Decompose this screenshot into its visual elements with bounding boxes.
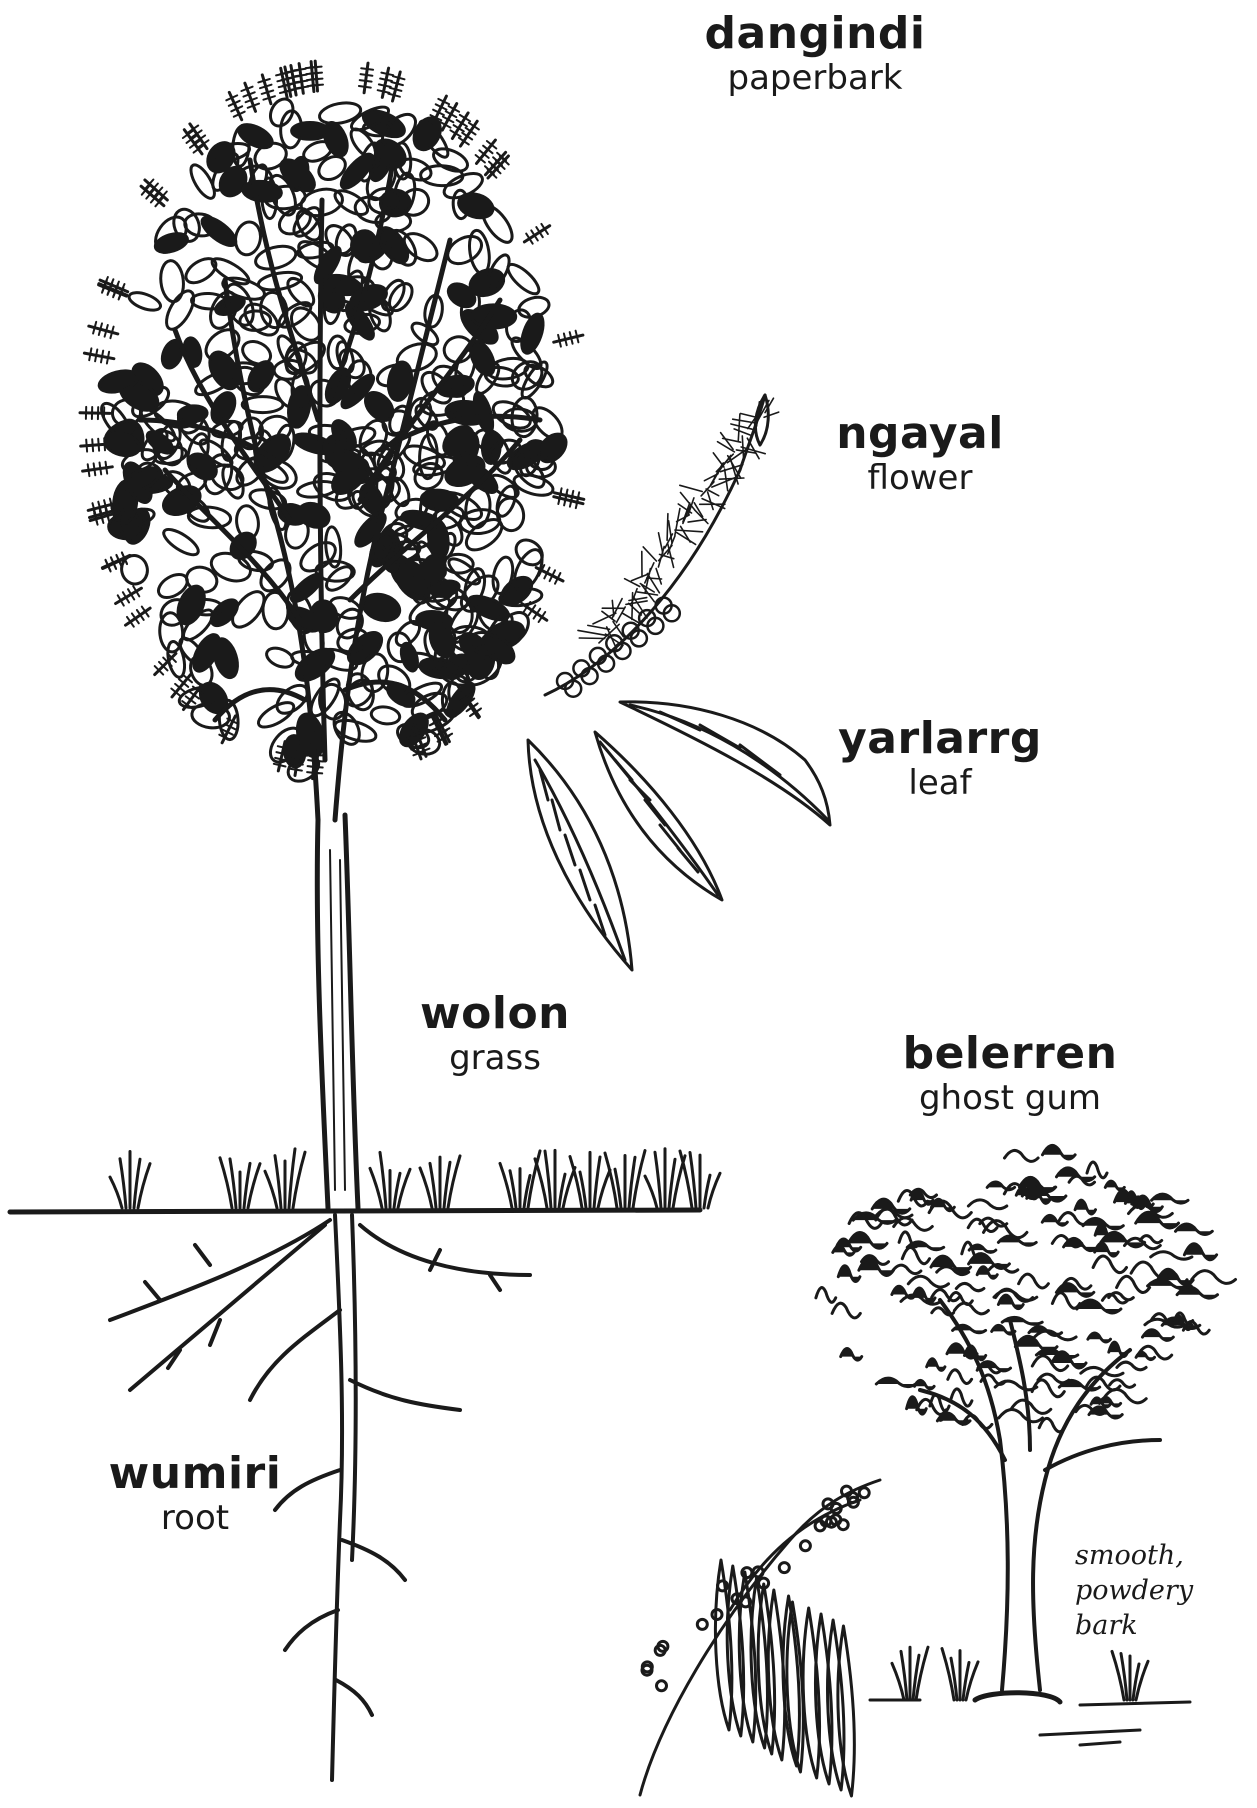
- bark-note-line: smooth,: [1075, 1538, 1235, 1573]
- label-root-word: wumiri: [100, 1450, 290, 1498]
- label-leaf: yarlarrg leaf: [820, 715, 1060, 803]
- label-root-gloss: root: [100, 1498, 290, 1538]
- label-flower-gloss: flower: [810, 458, 1030, 498]
- label-paperbark: dangindi paperbark: [690, 10, 940, 98]
- label-root: wumiri root: [100, 1450, 290, 1538]
- leaf-group: [528, 702, 830, 970]
- bark-note-line: powdery: [1075, 1573, 1235, 1608]
- label-grass: wolon grass: [400, 990, 590, 1078]
- paperbark-canopy: [80, 61, 584, 786]
- bark-note-line: bark: [1075, 1608, 1235, 1643]
- bark-note: smooth, powdery bark: [1075, 1538, 1235, 1643]
- ground-line: [10, 1210, 700, 1212]
- label-grass-gloss: grass: [400, 1038, 590, 1078]
- label-paperbark-gloss: paperbark: [690, 58, 940, 98]
- label-flower: ngayal flower: [810, 410, 1030, 498]
- grass-tufts: [110, 1149, 720, 1208]
- label-leaf-word: yarlarrg: [820, 715, 1060, 763]
- flower-spike: [545, 395, 779, 697]
- label-ghost-gum-gloss: ghost gum: [880, 1078, 1140, 1118]
- gum-branch: [640, 1480, 880, 1796]
- label-paperbark-word: dangindi: [690, 10, 940, 58]
- label-flower-word: ngayal: [810, 410, 1030, 458]
- label-grass-word: wolon: [400, 990, 590, 1038]
- paperbark-trunk: [317, 815, 358, 1208]
- label-ghost-gum: belerren ghost gum: [880, 1030, 1140, 1118]
- ghost-gum-tree: [816, 1145, 1236, 1745]
- label-leaf-gloss: leaf: [820, 763, 1060, 803]
- label-ghost-gum-word: belerren: [880, 1030, 1140, 1078]
